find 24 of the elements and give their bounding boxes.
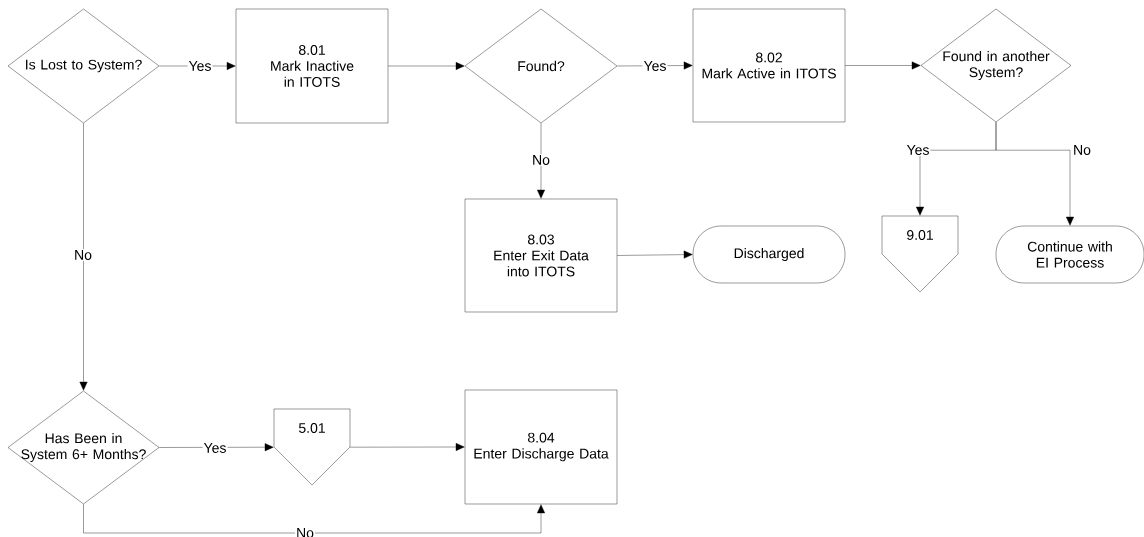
arrow [388,62,465,70]
edge-label: Yes [642,60,668,72]
arrow [617,250,693,259]
arrow [537,123,545,199]
arrow [617,61,693,70]
edge-label: No [531,154,551,166]
edge-label: Yes [187,60,213,72]
arrow [83,504,545,534]
arrow [79,123,88,391]
off-page-connector: 9.01 [881,215,959,293]
edge-label: No [1072,144,1092,156]
process-box: 8.04 Enter Discharge Data [464,389,618,505]
arrow [995,122,1074,226]
arrow [159,443,274,452]
arrow [845,61,921,70]
arrow [350,443,465,451]
process-box: 8.02 Mark Active in ITOTS [692,8,846,123]
off-page-connector: 5.01 [273,408,351,486]
process-box: 8.03 Enter Exit Data into ITOTS [464,198,618,313]
edge-label: Yes [905,144,931,156]
process-box: 8.01 Mark Inactive in ITOTS [235,8,389,124]
edge-label: Yes [202,442,228,454]
edge-label: No [73,249,93,261]
edge-label: No [295,527,315,537]
